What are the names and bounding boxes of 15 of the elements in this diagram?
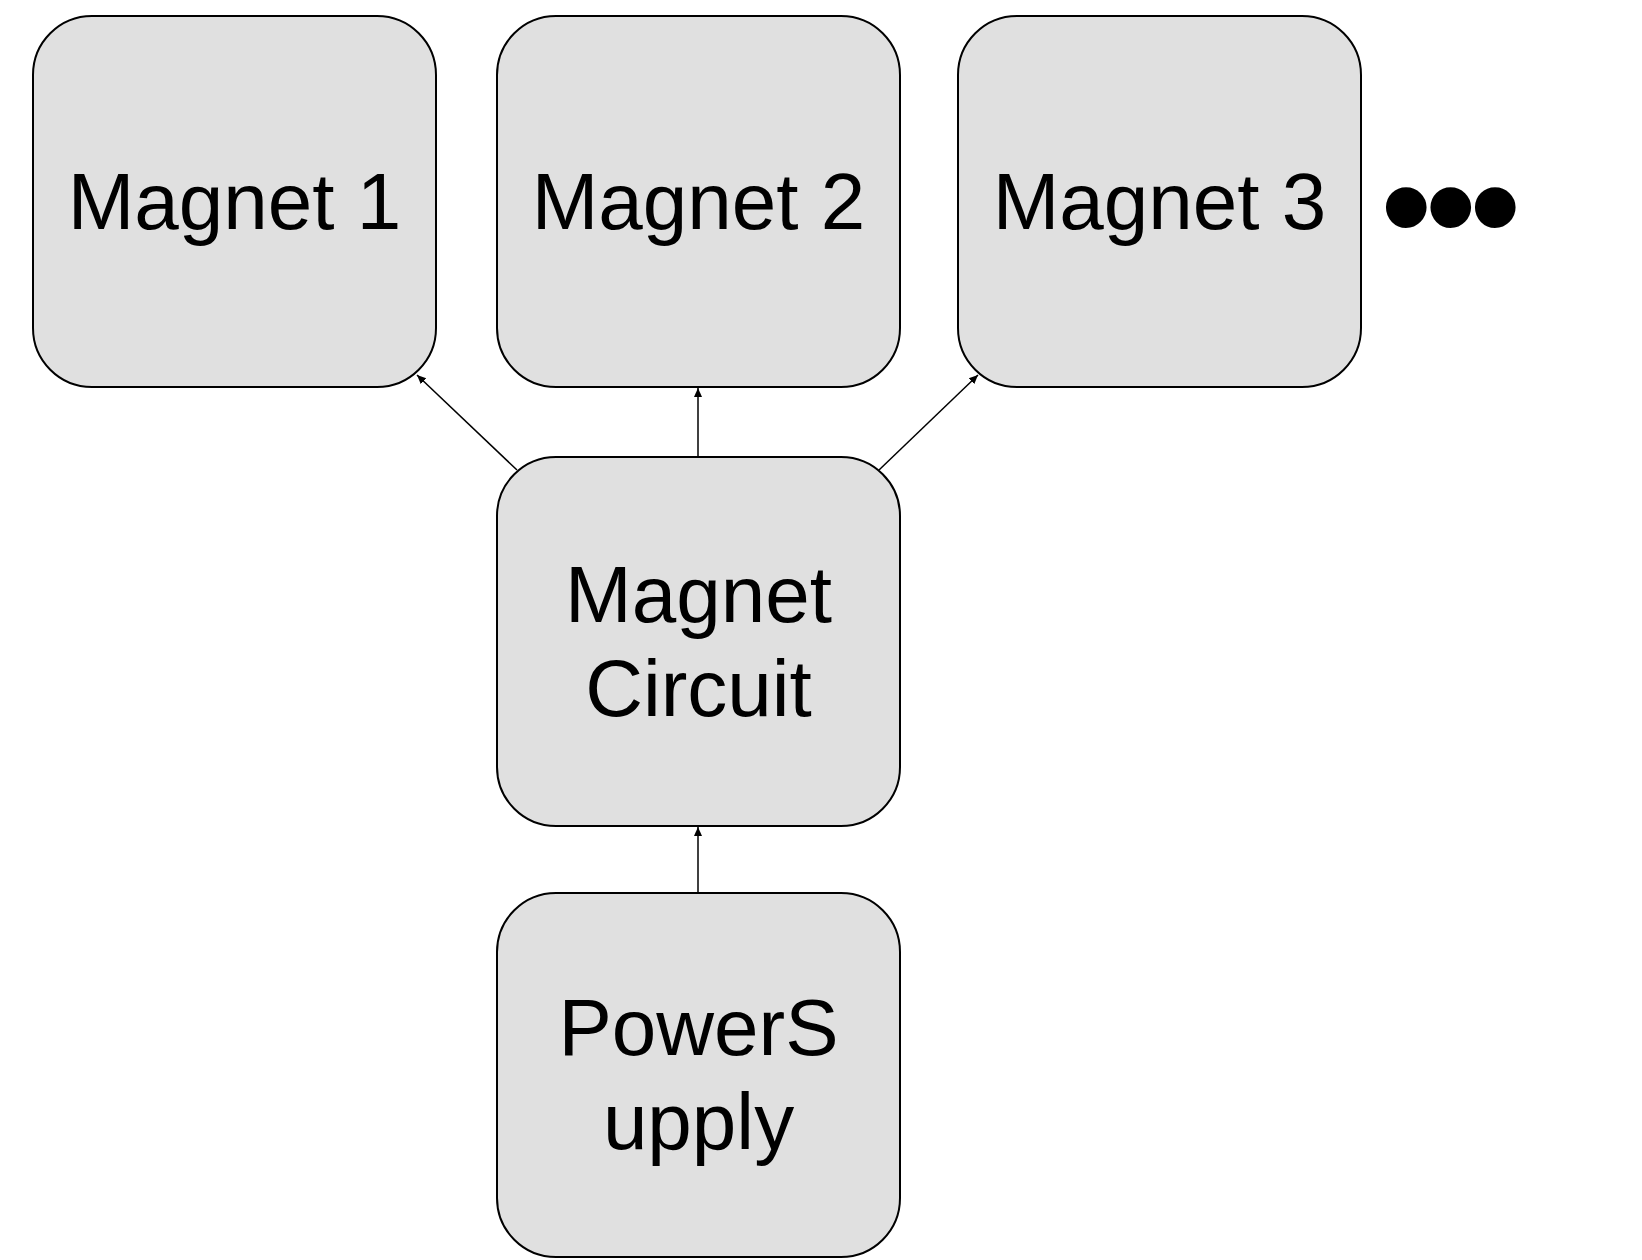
box-label: Magnet 3	[992, 155, 1327, 248]
process-box	[32, 15, 437, 388]
box-label: Magnet Circuit	[564, 548, 833, 735]
box-label: Magnet 1	[67, 155, 402, 248]
process-box	[957, 15, 1362, 388]
process-box	[496, 892, 901, 1258]
ellipsis-label: •••	[1380, 130, 1514, 280]
arrow	[878, 374, 979, 471]
box-label: Magnet 2	[531, 155, 866, 248]
arrow	[694, 387, 702, 457]
process-box	[496, 15, 901, 388]
arrow	[416, 374, 518, 471]
arrow	[694, 826, 702, 893]
process-box	[496, 456, 901, 827]
box-label: PowerS upply	[557, 982, 840, 1168]
